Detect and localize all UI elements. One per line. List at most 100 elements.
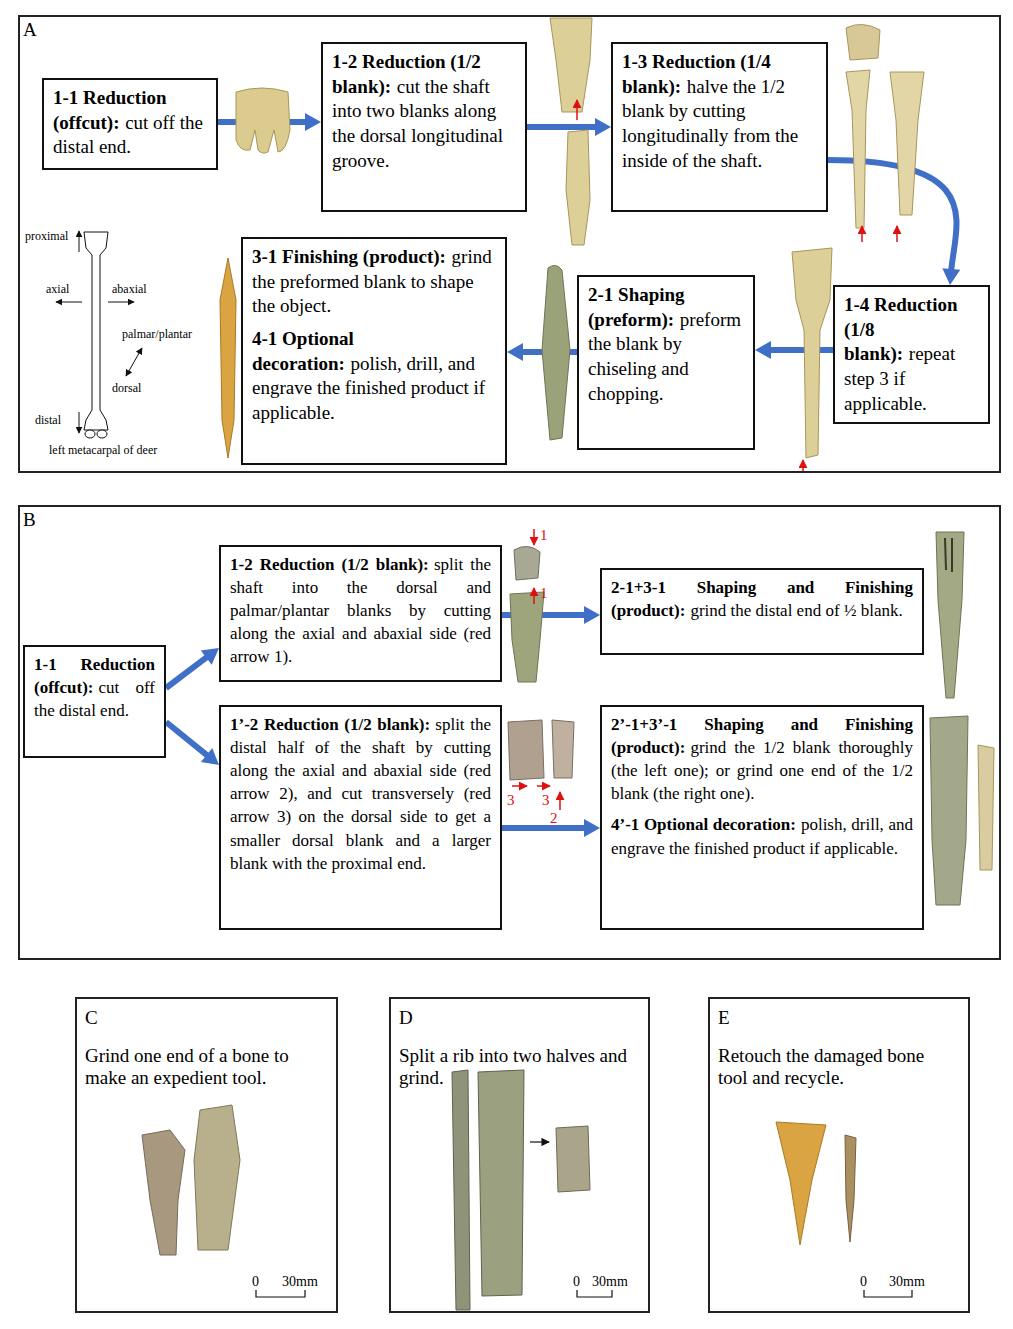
arrow-head bbox=[507, 343, 523, 361]
finished-point bbox=[220, 258, 236, 458]
step-box: 3-1 Finishing (product):grind the prefor… bbox=[241, 237, 507, 465]
distal-end-offcut bbox=[236, 88, 290, 153]
offcut-piece bbox=[514, 546, 540, 580]
metacarpal-outline bbox=[84, 232, 108, 430]
cut-arrow bbox=[537, 785, 550, 787]
annotation-label: 30mm bbox=[592, 1274, 628, 1289]
arrow-shaft bbox=[828, 160, 957, 271]
step-heading: 4-1 Optional decoration: bbox=[252, 328, 354, 374]
step-paragraph: 1-1 Reduction (offcut):cut off the dista… bbox=[53, 86, 207, 160]
annotation-label: 0 bbox=[252, 1274, 259, 1289]
callout-number: 3 bbox=[507, 792, 515, 809]
annotation-label: axial bbox=[46, 283, 69, 296]
step-heading: 3-1 Finishing (product): bbox=[252, 246, 446, 267]
retouched-tool bbox=[845, 1135, 856, 1242]
tool-slit bbox=[945, 538, 952, 572]
axis-arrow bbox=[79, 412, 80, 433]
panel-frame: DSplit a rib into two halves and grind. bbox=[389, 997, 650, 1313]
step-paragraph: 1-1 Reduction (offcut):cut off the dista… bbox=[34, 653, 155, 722]
step-box: 1-3 Reduction (1/4 blank):halve the 1/2 … bbox=[611, 42, 828, 212]
step-box: 1’-2 Reduction (1/2 blank):split the dis… bbox=[219, 705, 502, 930]
step-box: 2-1 Shaping (preform):preform the blank … bbox=[577, 275, 755, 450]
arrow-head bbox=[595, 118, 611, 136]
arrow-head bbox=[584, 819, 600, 837]
cut-arrow bbox=[559, 792, 561, 810]
panel-letter: C bbox=[85, 1008, 98, 1029]
step-description: grind the distal end of ½ blank. bbox=[690, 601, 902, 620]
finished-tool bbox=[930, 716, 968, 905]
callout-number: 3 bbox=[542, 792, 550, 809]
cut-arrow bbox=[802, 460, 804, 472]
callout-number: 2 bbox=[550, 810, 558, 827]
panel-description: Split a rib into two halves and grind. bbox=[399, 1045, 654, 1090]
cut-arrow bbox=[861, 226, 863, 242]
panel-frame: C Grind one end of a bone to make an expe… bbox=[75, 997, 338, 1313]
annotation-label: abaxial bbox=[112, 283, 147, 296]
step-box: 1-4 Reduction (1/8 blank):repeat step 3 … bbox=[833, 285, 990, 424]
annotation-label: left metacarpal of deer bbox=[49, 444, 157, 457]
step-heading: 1’-2 Reduction (1/2 blank): bbox=[230, 715, 430, 734]
quarter-blank bbox=[846, 70, 870, 228]
step-paragraph: 2’-1+3’-1 Shaping and Finishing (product… bbox=[611, 713, 913, 805]
step-heading: 1-2 Reduction (1/2 blank): bbox=[230, 555, 429, 574]
panel-frame: B1-1 Reduction (offcut):cut off the dist… bbox=[18, 505, 1001, 960]
half-blank bbox=[508, 720, 544, 780]
process-arrow bbox=[530, 1141, 549, 1142]
annotation-label: 30mm bbox=[282, 1274, 318, 1289]
hoof-outline bbox=[85, 430, 95, 438]
arrow-head bbox=[755, 341, 771, 359]
callout-number: 1 bbox=[540, 585, 548, 602]
flow-arrow bbox=[828, 160, 960, 285]
retouched-tool bbox=[776, 1122, 826, 1245]
half-blank-top bbox=[550, 18, 592, 112]
step-box: 2’-1+3’-1 Shaping and Finishing (product… bbox=[600, 705, 924, 930]
preform bbox=[542, 265, 570, 440]
arrow-shaft bbox=[769, 347, 833, 353]
step-paragraph: 1-2 Reduction (1/2 blank):cut the shaft … bbox=[332, 50, 516, 173]
step-paragraph: 1-3 Reduction (1/4 blank):halve the 1/2 … bbox=[622, 50, 817, 173]
cut-arrow bbox=[896, 226, 898, 242]
flow-arrow bbox=[166, 722, 219, 765]
rib-half bbox=[452, 1070, 470, 1310]
arrow-head bbox=[584, 606, 600, 624]
finished-tool bbox=[936, 532, 964, 698]
cut-arrow bbox=[533, 529, 535, 545]
expedient-tool bbox=[142, 1130, 185, 1255]
dorsal-blank bbox=[552, 720, 574, 778]
arrow-head bbox=[942, 268, 960, 285]
step-heading: 2-1 Shaping (preform): bbox=[588, 284, 685, 330]
annotation-label: palmar/plantar bbox=[122, 328, 192, 341]
step-box: 1-2 Reduction (1/2 blank):split the shaf… bbox=[219, 545, 502, 682]
annotation-label: distal bbox=[35, 414, 61, 427]
arrow-head bbox=[201, 648, 219, 665]
step-box: 1-2 Reduction (1/2 blank):cut the shaft … bbox=[321, 42, 527, 212]
rib-tool bbox=[556, 1126, 590, 1192]
annotation-label: 0 bbox=[860, 1274, 867, 1289]
cut-arrow bbox=[512, 785, 527, 787]
step-paragraph: 2-1 Shaping (preform):preform the blank … bbox=[588, 283, 744, 406]
panel-letter: E bbox=[718, 1008, 730, 1029]
step-description: split the distal half of the shaft by cu… bbox=[230, 715, 491, 873]
panel-letter: A bbox=[23, 20, 37, 41]
axis-arrow bbox=[126, 348, 142, 376]
step-heading: 4’-1 Optional decoration: bbox=[611, 815, 796, 834]
half-blank-bottom bbox=[566, 130, 590, 245]
scale-bar bbox=[256, 1290, 305, 1297]
arrow-shaft bbox=[527, 124, 597, 130]
expedient-tool bbox=[194, 1105, 240, 1250]
rib-half bbox=[478, 1070, 524, 1296]
offcut-piece bbox=[846, 24, 880, 60]
panel-a-photos bbox=[220, 18, 924, 472]
half-blank bbox=[510, 592, 544, 682]
scale-bar bbox=[864, 1290, 912, 1297]
annotation-label: dorsal bbox=[112, 382, 141, 395]
panel-description: Grind one end of a bone to make an exped… bbox=[85, 1045, 330, 1090]
annotation-label: proximal bbox=[25, 230, 68, 243]
step-box: 1-1 Reduction (offcut):cut off the dista… bbox=[23, 645, 166, 758]
step-box: 2-1+3-1 Shaping and Finishing (product):… bbox=[600, 568, 924, 655]
step-paragraph: 1’-2 Reduction (1/2 blank):split the dis… bbox=[230, 713, 491, 875]
step-box: 1-1 Reduction (offcut):cut off the dista… bbox=[42, 78, 218, 170]
step-paragraph: 1-2 Reduction (1/2 blank):split the shaf… bbox=[230, 553, 491, 669]
panel-letter: D bbox=[399, 1008, 413, 1029]
panel-frame: ERetouch the damaged bone tool and recyc… bbox=[708, 997, 970, 1313]
